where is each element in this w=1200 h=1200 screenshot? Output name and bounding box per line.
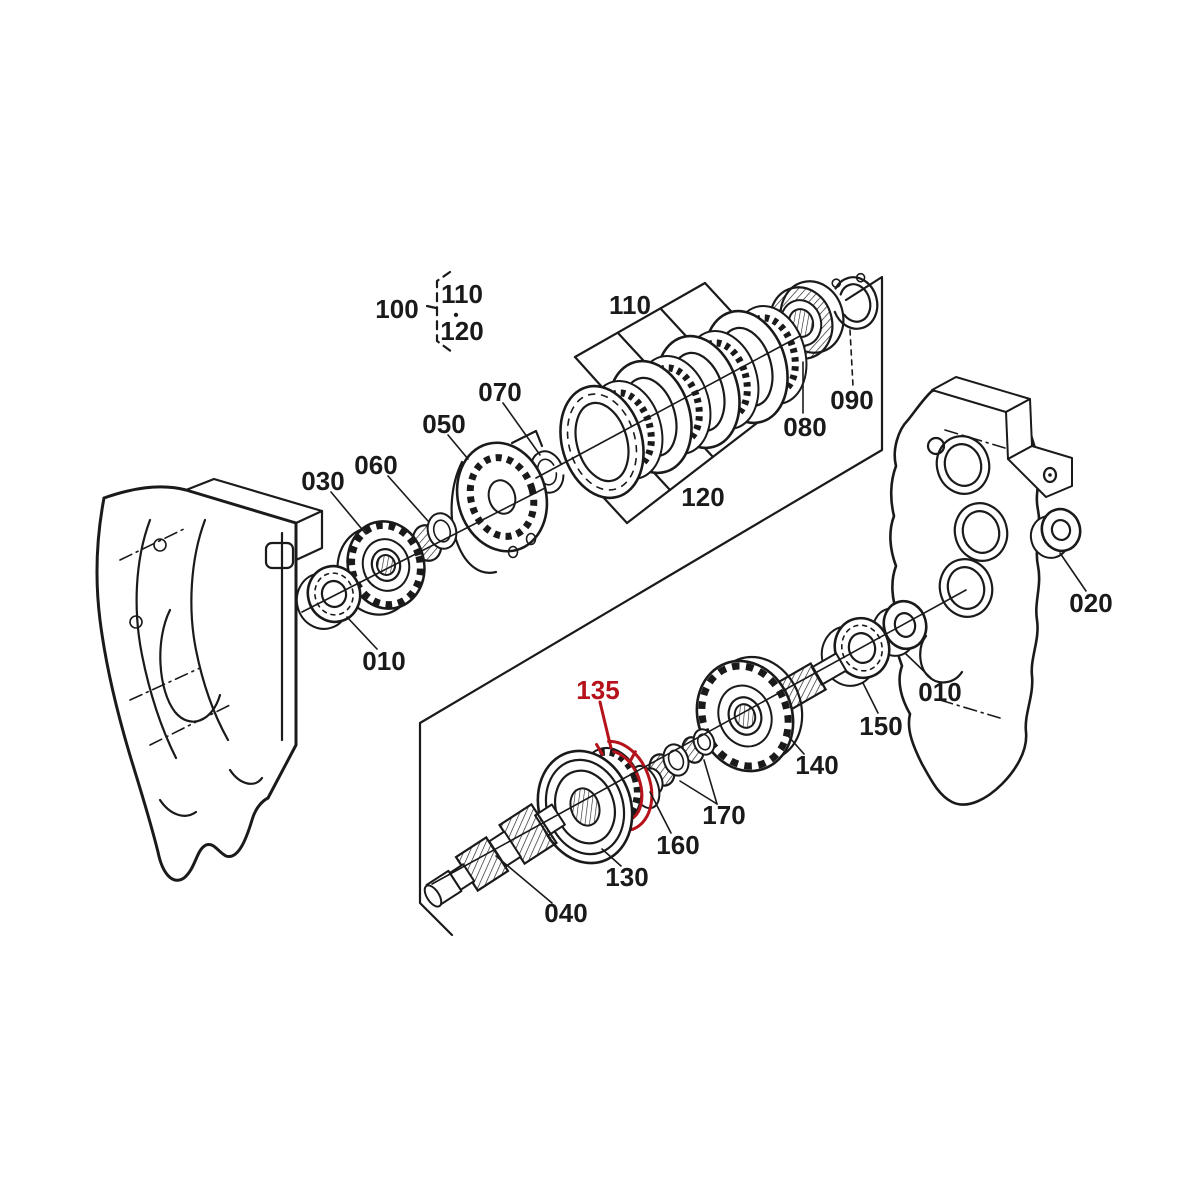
group-100-bracket	[425, 270, 454, 354]
gear-disc-130	[536, 749, 634, 865]
grouping-outline	[418, 275, 884, 937]
part-label-090-snapring: 090	[830, 385, 873, 415]
input-shaft-040	[423, 802, 566, 908]
part-label-070-ring: 070	[478, 377, 521, 407]
part-label-020-bearing: 020	[1069, 588, 1112, 618]
leader-lines	[330, 329, 1087, 904]
part-label-010-bearing-r: 010	[918, 677, 961, 707]
part-label-135-synchro: 135	[576, 675, 619, 705]
gear-140	[695, 655, 804, 773]
part-label-160-hub: 160	[656, 830, 699, 860]
part-label-130-disc: 130	[605, 862, 648, 892]
part-label-110-bracket: 110	[441, 279, 483, 309]
part-label-080-hub: 080	[783, 412, 826, 442]
clutch-plate-pack	[559, 304, 808, 500]
part-label-bracket-dot: •	[453, 307, 458, 324]
clutch-housing	[95, 477, 324, 882]
part-label-040-shaft: 040	[544, 898, 587, 928]
part-label-170-needles: 170	[702, 800, 745, 830]
part-label-120-bracket: 120	[440, 316, 483, 346]
part-label-110-discs: 110	[609, 290, 651, 320]
part-label-010-bearing-l: 010	[362, 646, 405, 676]
part-label-060-needle: 060	[354, 450, 397, 480]
part-label-140-gear: 140	[795, 750, 838, 780]
part-label-100-group: 100	[375, 294, 418, 324]
part-label-030-gear: 030	[301, 466, 344, 496]
part-label-120-plates: 120	[681, 482, 724, 512]
snap-ring-090	[831, 272, 879, 330]
part-label-150-bearing: 150	[859, 711, 902, 741]
part-label-050-drum: 050	[422, 409, 465, 439]
rear-housing	[889, 376, 1073, 806]
axis-lines	[301, 335, 967, 885]
bearing-020	[1029, 507, 1082, 559]
clutch-drum-050	[450, 429, 549, 574]
